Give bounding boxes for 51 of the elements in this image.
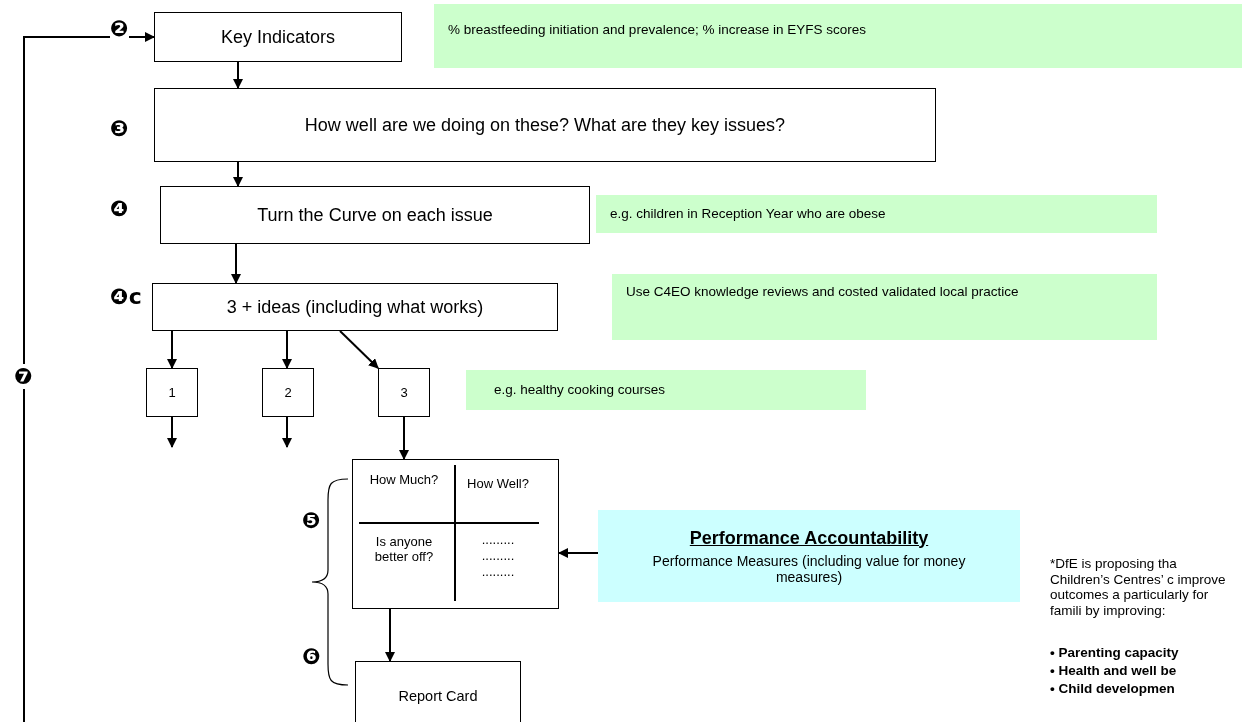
process-box bbox=[154, 12, 402, 62]
box-label: 3 bbox=[400, 385, 408, 400]
arrow bbox=[233, 61, 243, 89]
process-box bbox=[160, 186, 590, 244]
arrow bbox=[233, 161, 243, 187]
note-text: e.g. healthy cooking courses bbox=[494, 381, 666, 399]
placeholder-dots: ......... bbox=[480, 533, 516, 546]
table-heading: Is anyone better off? bbox=[373, 535, 435, 565]
bullet-item: • Health and well be bbox=[1050, 663, 1177, 679]
note-text: % breastfeeding initiation and prevalence; % increase in EYFS scores bbox=[448, 22, 866, 39]
note-box bbox=[466, 370, 866, 410]
table-heading: How Well? bbox=[466, 477, 530, 492]
arrow bbox=[167, 416, 177, 448]
arrow bbox=[23, 32, 155, 722]
box-label: Turn the Curve on each issue bbox=[257, 204, 493, 226]
arrow bbox=[167, 330, 177, 369]
note-box bbox=[598, 510, 1020, 602]
note-text: e.g. children in Reception Year who are obese bbox=[610, 205, 886, 223]
note-box bbox=[434, 4, 1242, 68]
box-label: How well are we doing on these? What are they key issues? bbox=[304, 114, 786, 136]
box-label: Key Indicators bbox=[220, 26, 336, 48]
arrow bbox=[385, 608, 395, 662]
process-box bbox=[154, 88, 936, 162]
bullet-item: • Child developmen bbox=[1050, 681, 1175, 697]
box-label: 2 bbox=[284, 385, 292, 400]
box-label: 1 bbox=[168, 385, 176, 400]
process-box bbox=[262, 368, 314, 417]
note-box bbox=[612, 274, 1157, 340]
note-text: Use C4EO knowledge reviews and costed validated local practice bbox=[626, 284, 1019, 301]
note-text: *DfE is proposing tha Children’s Centres’ c improve outcomes a particularly for famili by improving: bbox=[1050, 556, 1227, 619]
arrow bbox=[282, 416, 292, 448]
box-label: Report Card bbox=[398, 688, 478, 704]
note-box bbox=[596, 195, 1157, 233]
process-box bbox=[152, 283, 558, 331]
panel-text: Performance Measures (including value for money measures) bbox=[651, 552, 967, 585]
arrow bbox=[282, 330, 292, 369]
bullet-item: • Parenting capacity bbox=[1050, 645, 1179, 661]
placeholder-dots: ......... bbox=[480, 565, 516, 578]
arrow bbox=[339, 330, 379, 369]
process-box bbox=[146, 368, 198, 417]
process-box bbox=[355, 661, 521, 722]
arrow bbox=[231, 243, 241, 284]
measures-table bbox=[352, 459, 559, 609]
table-heading: How Much? bbox=[368, 473, 440, 488]
step-number: ❼ bbox=[14, 364, 33, 390]
box-label: 3 + ideas (including what works) bbox=[226, 296, 484, 318]
process-box bbox=[378, 368, 430, 417]
placeholder-dots: ......... bbox=[480, 549, 516, 562]
arrow bbox=[558, 548, 599, 558]
panel-title: Performance Accountability bbox=[689, 527, 929, 549]
arrow bbox=[399, 416, 409, 460]
